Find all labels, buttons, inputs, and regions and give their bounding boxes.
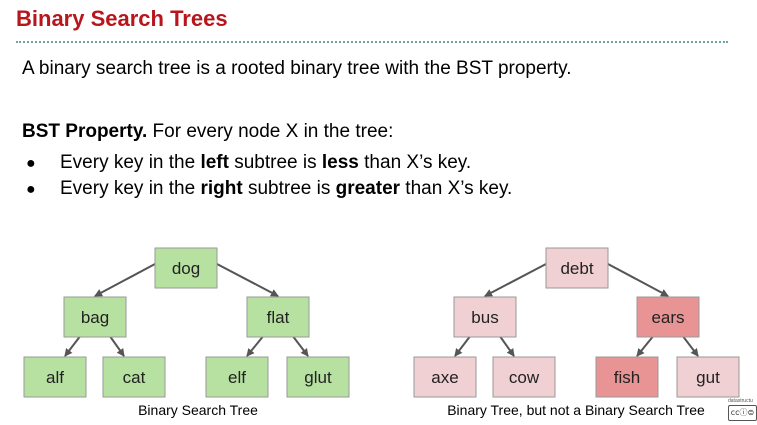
bullet-2-bold-side: right — [200, 178, 243, 199]
bullet-1-bold-compare: less — [321, 152, 359, 173]
tree-edge-arrow — [607, 263, 669, 297]
tree-caption: Binary Tree, but not a Binary Search Tre… — [447, 402, 705, 418]
tree-edge-arrow — [216, 263, 279, 297]
tree-node-box — [545, 247, 609, 289]
tree-node-box — [154, 247, 218, 289]
slide-title: Binary Search Trees — [16, 6, 228, 31]
tree-node-label: axe — [431, 368, 458, 387]
tree-edge-arrow — [454, 336, 471, 357]
tree-node-box — [636, 296, 700, 338]
property-text: For every node X in the tree: — [147, 121, 394, 142]
tree-node-box — [595, 356, 659, 398]
tree-edge-arrow — [499, 336, 515, 357]
bullet-1-mid: subtree is — [228, 152, 322, 173]
tree-edge-arrow — [94, 263, 156, 297]
tree-node-label: cow — [509, 368, 540, 387]
cc-license-icon: ccⓘ⊜ — [728, 405, 757, 421]
bullet-1-text: Every key in the left subtree is less th… — [60, 152, 471, 174]
bullet-2-pre: Every key in the — [60, 178, 201, 199]
tree-edge-arrow — [292, 336, 309, 357]
tree-node-box — [102, 356, 166, 398]
license-site-text: datastructu — [728, 398, 753, 404]
tree-node-box — [413, 356, 477, 398]
tree-node-label: gut — [696, 368, 720, 387]
tree-node-box — [205, 356, 269, 398]
bullet-2-mid: subtree is — [242, 178, 336, 199]
bullet-dot-icon: ● — [26, 155, 36, 172]
tree-node-label: debt — [560, 259, 593, 278]
tree-node-label: dog — [172, 259, 200, 278]
bullet-2-post: than X’s key. — [400, 178, 513, 199]
tree-edge-arrow — [682, 336, 699, 357]
tree-node-label: alf — [46, 368, 64, 387]
tree-node-label: elf — [228, 368, 246, 387]
tree-node-label: ears — [651, 308, 684, 327]
tree-node-box — [63, 296, 127, 338]
tree-node-label: glut — [304, 368, 332, 387]
tree-caption: Binary Search Tree — [138, 402, 258, 418]
tree-node-box — [286, 356, 350, 398]
tree-edge-arrow — [246, 336, 264, 357]
tree-edge-arrow — [109, 336, 125, 357]
tree-node-label: fish — [614, 368, 640, 387]
tree-node-label: flat — [267, 308, 290, 327]
bullet-1-pre: Every key in the — [60, 152, 201, 173]
tree-edge-arrow — [64, 336, 81, 357]
intro-text: A binary search tree is a rooted binary … — [22, 58, 572, 79]
tree-node-box — [453, 296, 517, 338]
property-heading: BST Property. — [22, 121, 148, 142]
tree-edge-arrow — [636, 336, 654, 357]
tree-edge-arrow — [484, 263, 547, 297]
title-divider — [16, 41, 728, 43]
tree-node-box — [676, 356, 740, 398]
tree-node-label: bag — [81, 308, 109, 327]
property-line: BST Property. For every node X in the tr… — [22, 121, 393, 143]
bullet-2-text: Every key in the right subtree is greate… — [60, 178, 512, 200]
bullet-1-bold-side: left — [200, 152, 229, 173]
bullet-2-bold-compare: greater — [335, 178, 401, 199]
tree-node-label: cat — [123, 368, 146, 387]
tree-node-label: bus — [471, 308, 498, 327]
tree-node-box — [246, 296, 310, 338]
tree-node-box — [492, 356, 556, 398]
bullet-dot-icon: ● — [26, 181, 36, 198]
bullet-1-post: than X’s key. — [358, 152, 472, 173]
tree-node-box — [23, 356, 87, 398]
